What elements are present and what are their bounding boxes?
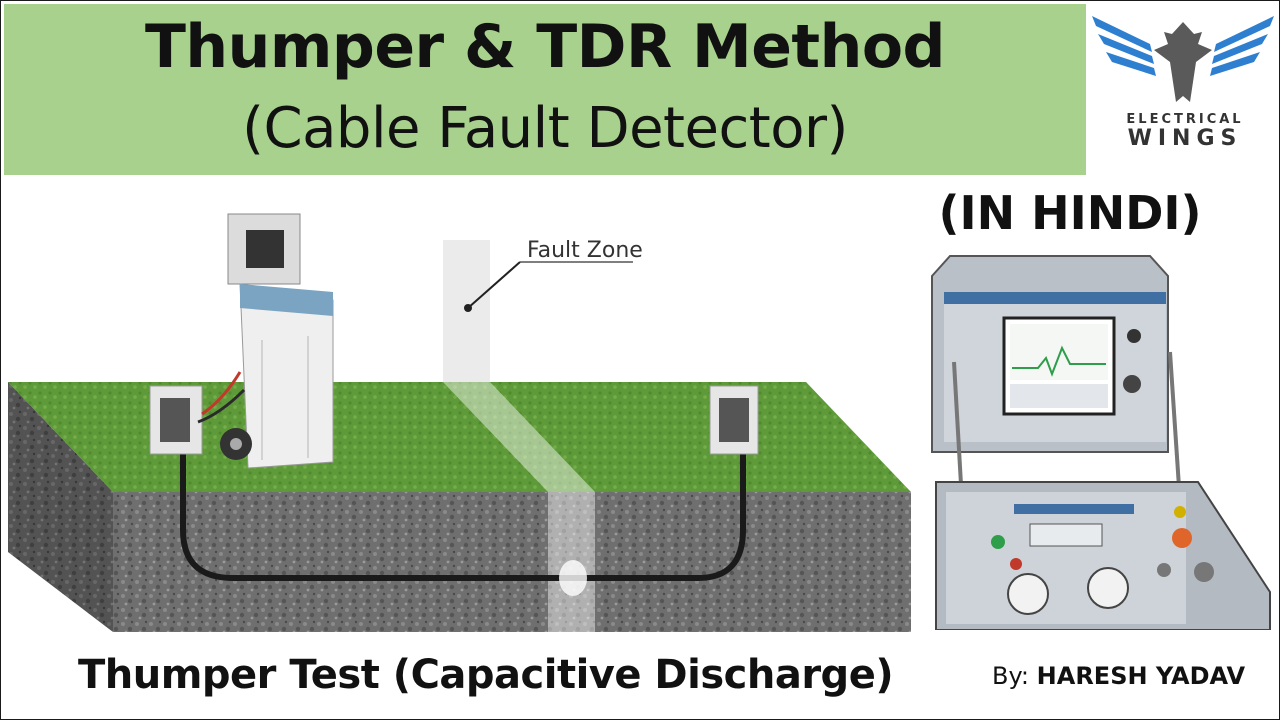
language-badge: (IN HINDI) [938, 186, 1202, 240]
author-credit: By: HARESH YADAV [992, 662, 1245, 690]
title-banner: Thumper & TDR Method (Cable Fault Detect… [4, 4, 1086, 175]
fault-zone-label: Fault Zone [527, 238, 643, 263]
logo-text-bottom: WINGS [1127, 126, 1243, 151]
thumper-test-diagram [8, 213, 911, 632]
page-subtitle: (Cable Fault Detector) [242, 96, 848, 161]
eagle-wings-logo-icon [1092, 16, 1274, 102]
diagram-caption: Thumper Test (Capacitive Discharge) [78, 652, 894, 698]
tdr-device-image [931, 255, 1271, 630]
logo-text-top: ELECTRICAL [1126, 112, 1244, 127]
author-prefix: By: [992, 662, 1030, 690]
author-name: HARESH YADAV [1036, 662, 1246, 690]
page-title: Thumper & TDR Method [145, 12, 946, 82]
